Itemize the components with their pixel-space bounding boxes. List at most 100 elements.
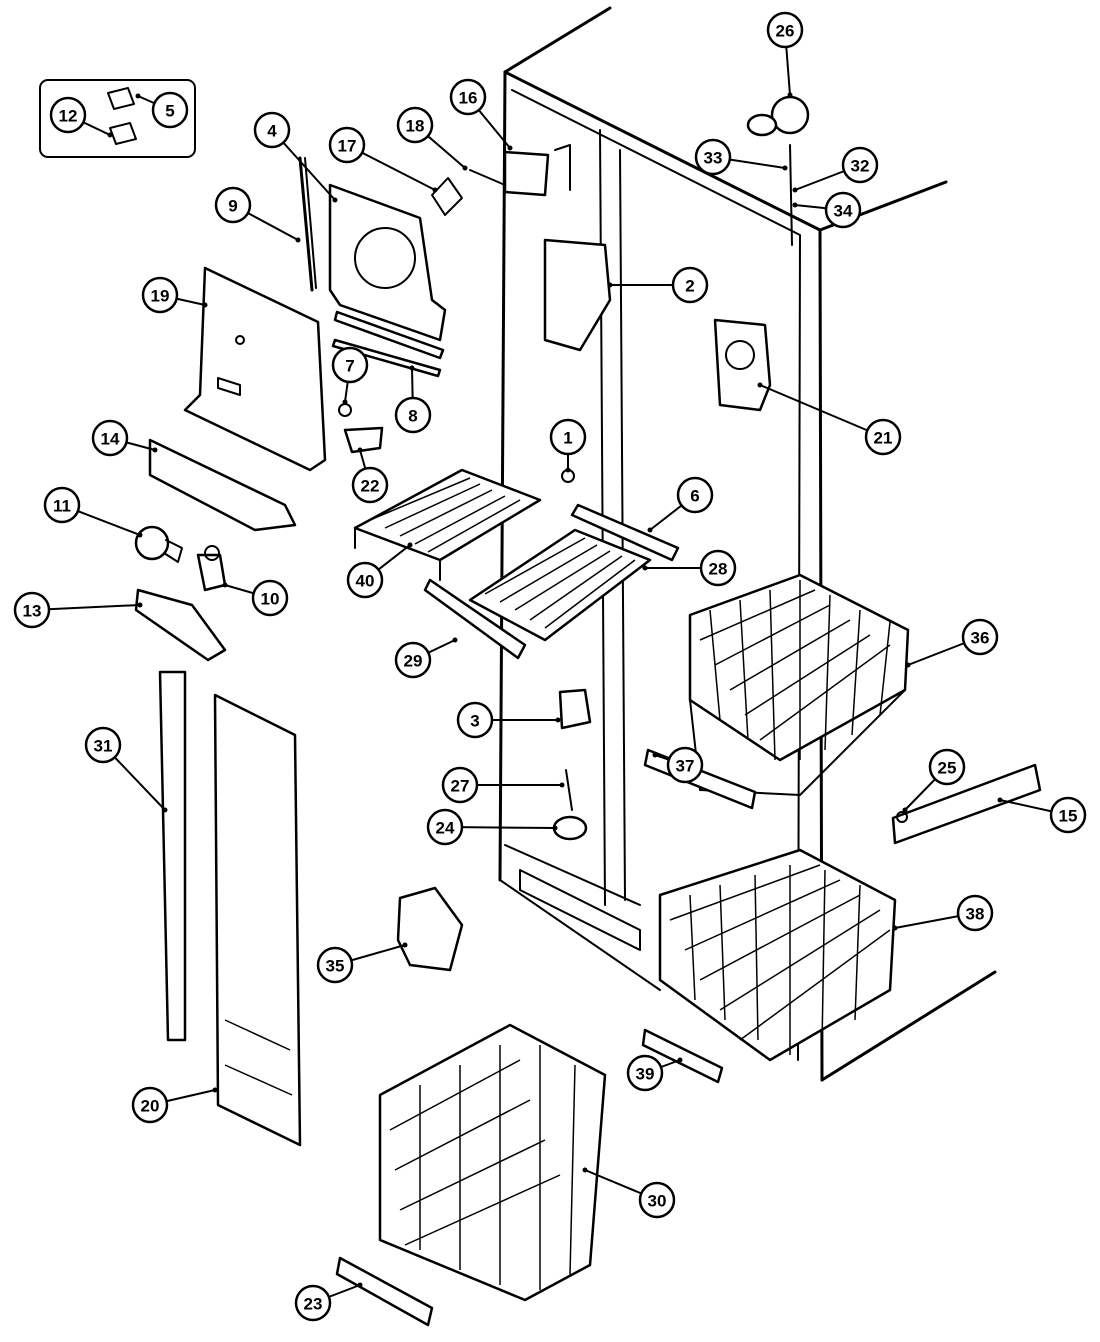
callout-13: 13 [13, 591, 51, 629]
callout-number: 33 [704, 149, 723, 168]
callout-number: 21 [874, 429, 893, 448]
leader-tip-40 [407, 542, 413, 548]
callout-number: 20 [141, 1097, 160, 1116]
callout-layer: 1234567891011121314151617181920212223242… [13, 11, 1087, 1322]
leader-tip-13 [137, 602, 143, 608]
callout-bubble [676, 476, 714, 514]
rail-screw [896, 811, 908, 823]
light-lens [134, 588, 227, 662]
callout-bubble [841, 146, 879, 184]
callout-28: 28 [699, 549, 737, 587]
leader-tip-31 [162, 807, 168, 813]
leader-tip-14 [152, 447, 158, 453]
foam-strip [298, 156, 314, 292]
callout-number: 18 [406, 117, 425, 136]
callout-bubble [316, 946, 354, 984]
callout-number: 16 [459, 89, 478, 108]
callout-bubble [694, 138, 732, 176]
water-valve [746, 95, 810, 137]
knob [552, 815, 588, 841]
bulb-holder-inset [39, 79, 196, 158]
leader-tip-5 [135, 93, 141, 99]
door-basket-slide [335, 1256, 434, 1327]
leader-tip-33 [782, 165, 788, 171]
shelf-rail-upper [570, 503, 680, 562]
callout-bubble [294, 1284, 332, 1322]
trim-cap [558, 688, 592, 730]
leader-tip-36 [905, 662, 911, 668]
callout-bubble [766, 11, 804, 49]
leader-tip-3 [555, 717, 561, 723]
shelf-rail-lower [423, 578, 527, 660]
leader-tip-11 [137, 532, 143, 538]
callout-5: 5 [151, 91, 189, 129]
leader-tip-9 [295, 237, 301, 243]
callout-24: 24 [426, 808, 464, 846]
callout-number: 36 [971, 629, 990, 648]
callout-number: 6 [690, 487, 699, 506]
callout-32: 32 [841, 146, 879, 184]
leader-tip-19 [202, 302, 208, 308]
leader-tip-22 [357, 447, 363, 453]
callout-number: 17 [338, 137, 357, 156]
callout-bubble [351, 466, 389, 504]
leader-tip-12 [107, 132, 113, 138]
callout-bubble [956, 894, 994, 932]
callout-number: 8 [408, 407, 417, 426]
callout-bubble [638, 1181, 676, 1219]
side-rail [891, 763, 1042, 845]
ice-bucket [396, 886, 464, 972]
leader-tip-10 [222, 582, 228, 588]
rear-panel [183, 266, 327, 472]
callout-26: 26 [766, 11, 804, 49]
callout-bubble [1049, 796, 1087, 834]
basket-slide-lower [641, 1028, 724, 1084]
leader-tip-27 [559, 782, 565, 788]
leader-tip-38 [892, 925, 898, 931]
callout-number: 3 [470, 712, 479, 731]
callout-number: 27 [451, 777, 470, 796]
fan-housing [713, 318, 772, 412]
callout-number: 7 [345, 357, 354, 376]
callout-11: 11 [43, 486, 81, 524]
callout-number: 29 [404, 652, 423, 671]
callout-25: 25 [928, 748, 966, 786]
callout-bubble [456, 701, 494, 739]
leader-tip-35 [402, 942, 408, 948]
leader-tip-16 [507, 145, 513, 151]
leader-tip-37 [652, 752, 658, 758]
leader-tip-23 [357, 1282, 363, 1288]
callout-number: 9 [228, 197, 237, 216]
callout-4: 4 [253, 111, 291, 149]
leader-tip-28 [642, 565, 648, 571]
callout-number: 15 [1059, 807, 1078, 826]
leader-tip-7 [342, 399, 348, 405]
callout-bubble [441, 766, 479, 804]
callout-number: 34 [834, 202, 853, 221]
callout-16: 16 [449, 78, 487, 116]
callout-number: 40 [356, 572, 375, 591]
door-basket [378, 1023, 607, 1302]
callout-bubble [84, 726, 122, 764]
fan-motor-assembly [431, 150, 550, 216]
leader-tip-6 [647, 527, 653, 533]
callout-number: 28 [709, 560, 728, 579]
callout-number: 39 [636, 1065, 655, 1084]
leader-tip-8 [409, 365, 415, 371]
callout-number: 22 [361, 477, 380, 496]
callout-3: 3 [456, 701, 494, 739]
callout-8: 8 [394, 396, 432, 434]
callout-bubble [43, 486, 81, 524]
callout-number: 2 [685, 277, 694, 296]
callout-37: 37 [666, 746, 704, 784]
leader-tip-20 [212, 1087, 218, 1093]
trim-strip [158, 670, 187, 1042]
leader-tip-2 [607, 282, 613, 288]
callout-number: 14 [101, 430, 120, 449]
callout-bubble [49, 96, 87, 134]
leader-tip-26 [787, 92, 793, 98]
leader-tip-17 [432, 187, 438, 193]
leader-tip-1 [565, 467, 571, 473]
